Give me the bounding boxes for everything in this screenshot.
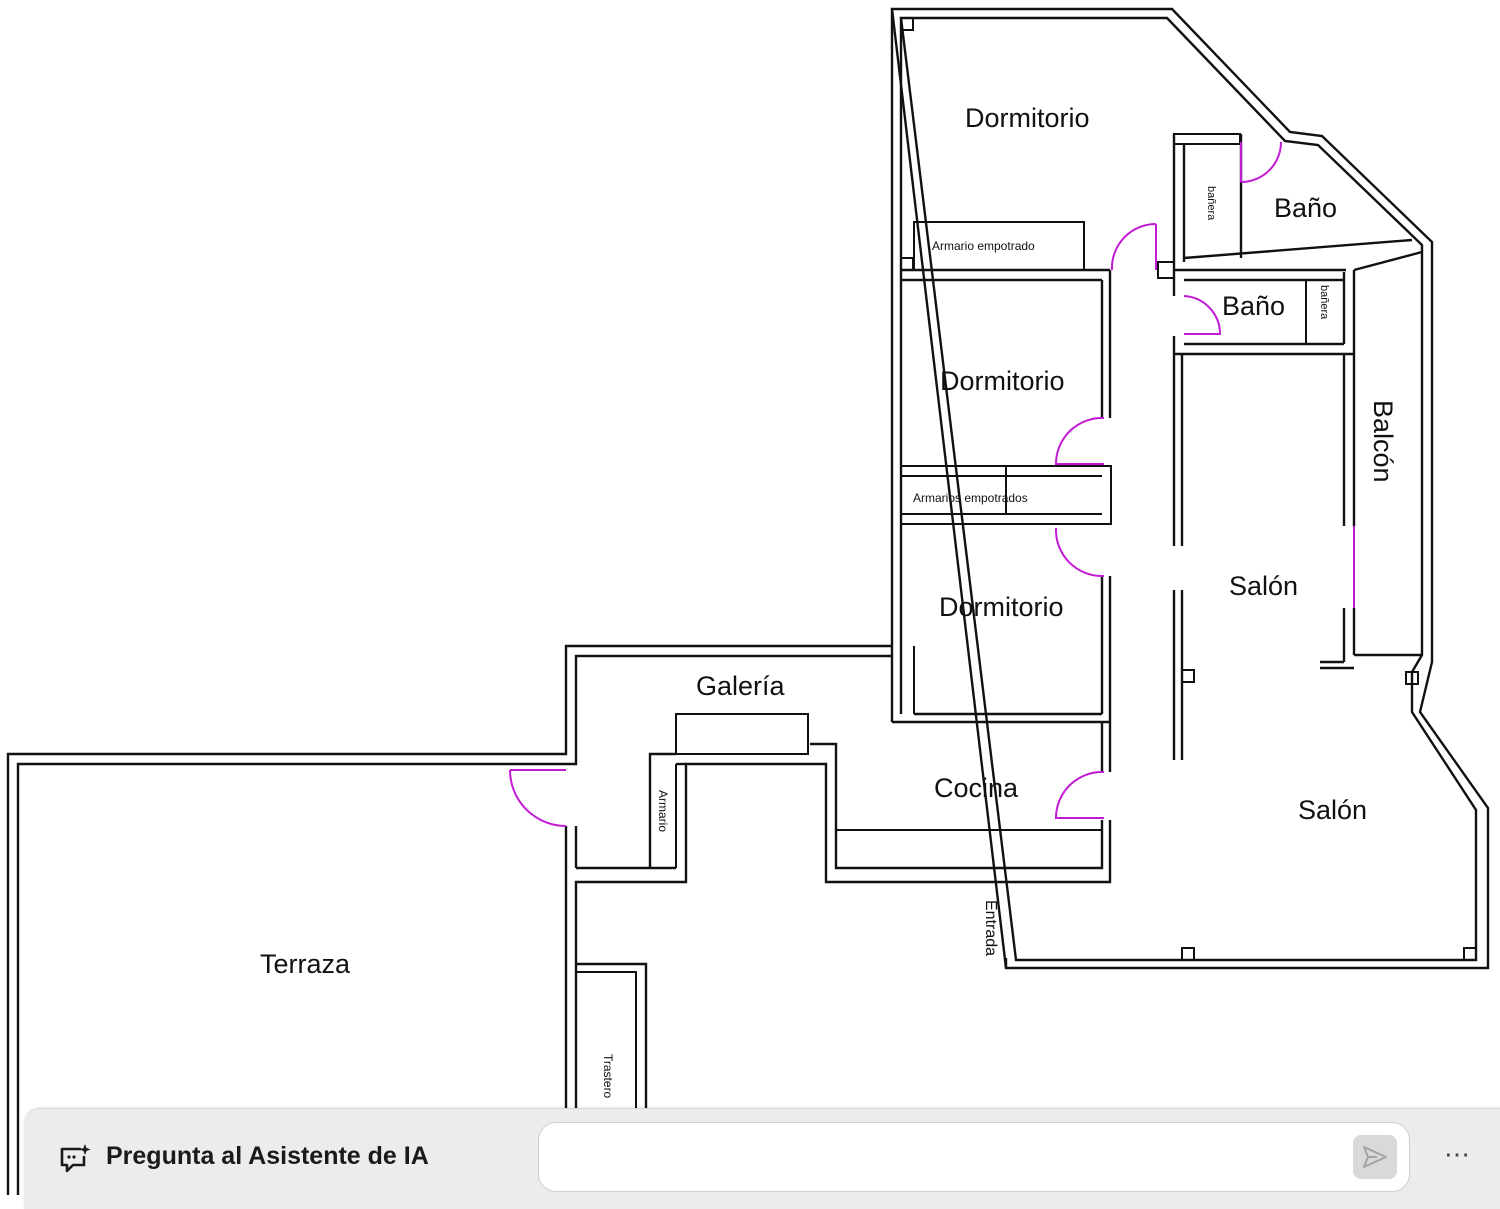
label-salon-1: Salón: [1229, 571, 1298, 601]
send-icon: [1363, 1146, 1387, 1168]
corner-post-5: [1463, 947, 1477, 961]
wall-galeria-inner: [16, 654, 892, 1195]
label-dormitorio-1: Dormitorio: [965, 103, 1090, 133]
ai-question-box[interactable]: [538, 1122, 1410, 1192]
label-bano-2: Baño: [1222, 291, 1285, 321]
more-options-button[interactable]: ⋯: [1444, 1139, 1471, 1170]
door-bano2: [1183, 295, 1222, 335]
label-salon-2: Salón: [1298, 795, 1367, 825]
corner-post-2: [900, 257, 914, 271]
label-entrada: Entrada: [982, 900, 999, 956]
label-cocina: Cocina: [934, 773, 1019, 803]
ai-assistant-bar: Pregunta al Asistente de IA ⋯: [24, 1108, 1500, 1209]
send-button[interactable]: [1353, 1135, 1397, 1179]
wall-kitchen-outer: [574, 762, 1112, 1108]
label-trastero: Trastero: [601, 1054, 615, 1099]
corner-post-3: [1157, 261, 1175, 279]
corner-post-1: [900, 17, 914, 31]
wall-bano1-bottom: [1183, 238, 1413, 260]
label-banera-1: bañera: [1205, 186, 1217, 221]
more-options-icon: ⋯: [1444, 1139, 1471, 1169]
wall-galeria-outer: [6, 644, 892, 1195]
door-cocina: [1054, 770, 1105, 819]
ai-chat-sparkle-icon: [60, 1144, 91, 1173]
wall-galeria-step: [648, 752, 676, 868]
wall-outer-upper: [890, 7, 1490, 970]
wall-balcon-right-inner: [1353, 250, 1423, 272]
walls: [6, 7, 1490, 1195]
label-balcon: Balcón: [1368, 400, 1398, 483]
label-dormitorio-3: Dormitorio: [939, 592, 1064, 622]
room-labels: Dormitorio Baño Baño Dormitorio Dormitor…: [260, 103, 1398, 1099]
wall-trastero: [576, 962, 648, 1108]
label-armarios-empotrados: Armarios empotrados: [913, 491, 1028, 505]
ai-assistant-label: Pregunta al Asistente de IA: [106, 1142, 429, 1170]
balcon-post: [1405, 671, 1419, 685]
ai-question-input[interactable]: [555, 1133, 1339, 1181]
door-bano1: [1240, 141, 1282, 183]
label-terraza: Terraza: [260, 949, 351, 979]
wall-trastero-inner: [576, 971, 637, 1108]
door-dorm1: [1110, 222, 1157, 271]
door-dorm2: [1054, 416, 1105, 465]
salon-post: [1181, 669, 1195, 683]
banera-1-box: [1173, 133, 1241, 145]
label-dormitorio-2: Dormitorio: [940, 366, 1065, 396]
label-banera-2: bañera: [1318, 285, 1330, 320]
doors: [509, 141, 1355, 827]
corner-post-4: [1181, 947, 1195, 961]
wall-inner-upper: [899, 16, 1478, 962]
label-armario: Armario: [656, 790, 670, 832]
label-galeria: Galería: [696, 671, 786, 701]
door-terraza: [509, 769, 567, 827]
galeria-unit: [675, 713, 809, 755]
label-bano-1: Baño: [1274, 193, 1337, 223]
label-armario-empotrado: Armario empotrado: [932, 239, 1035, 253]
wall-kitchen-inner: [810, 742, 1104, 870]
door-dorm3: [1054, 527, 1105, 578]
